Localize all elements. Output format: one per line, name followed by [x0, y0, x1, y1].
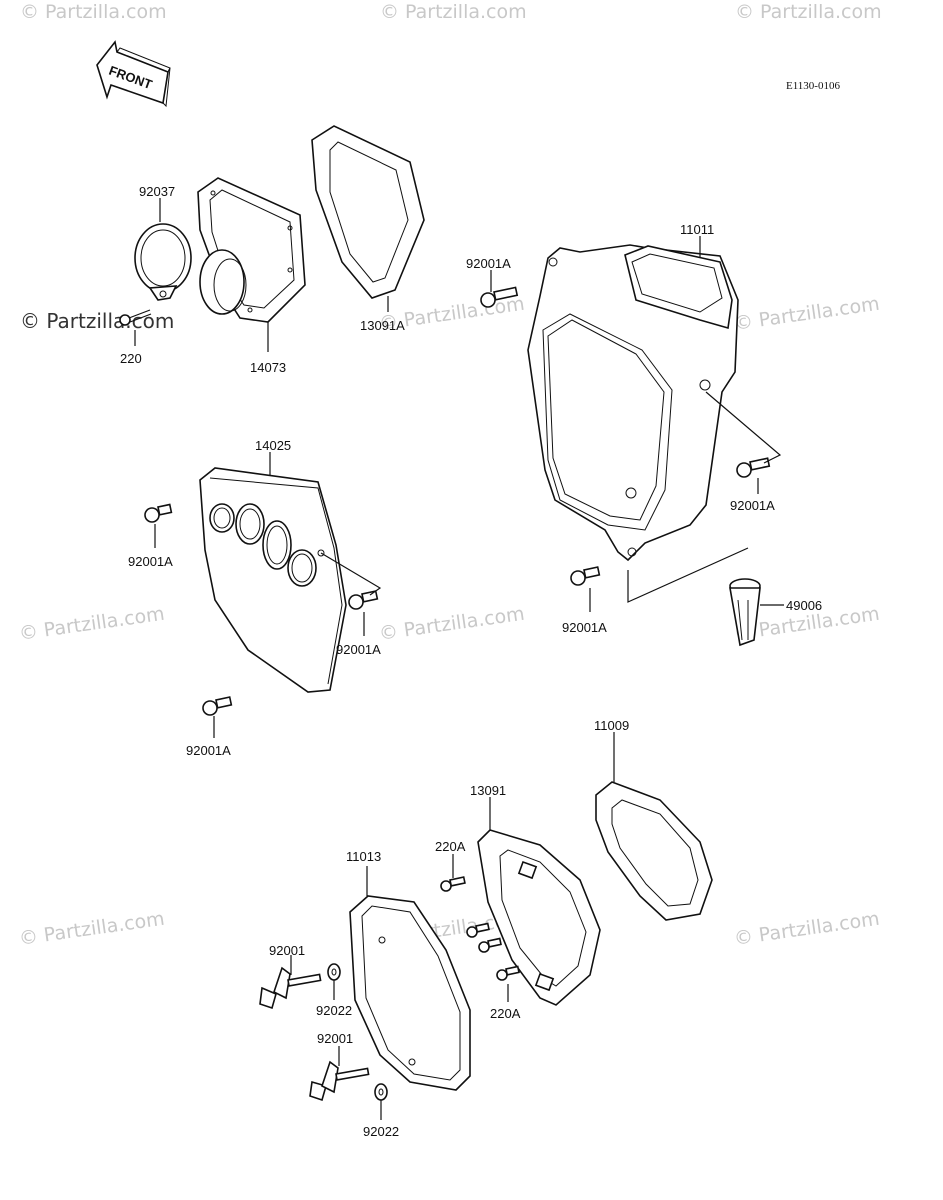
watermark-primary: © Partzilla.com — [20, 309, 174, 333]
label-14073: 14073 — [250, 360, 286, 375]
intake-boot-14073 — [197, 177, 306, 323]
air-box-11011 — [527, 244, 739, 562]
diagram-code: E1130-0106 — [786, 80, 840, 92]
bolt-92001A-top — [480, 286, 519, 308]
label-92001-b: 92001 — [317, 1031, 353, 1046]
wing-bolt-92001-b — [309, 1060, 370, 1102]
gasket-11009 — [595, 781, 713, 921]
screw-220A-c — [496, 965, 520, 981]
watermark: © Partzilla.com — [20, 1, 167, 23]
watermark: © Partzilla.com — [735, 1, 882, 23]
filter-element-11013 — [349, 895, 471, 1091]
watermark-grid: © Partzilla.com © Partzilla.com © Partzi… — [18, 1, 882, 950]
bolt-92001A-bottomleft — [202, 696, 233, 716]
label-92001-a: 92001 — [269, 943, 305, 958]
bolt-92001A-left — [144, 503, 173, 523]
label-92001A-top: 92001A — [466, 256, 511, 271]
watermark: © Partzilla.com — [380, 1, 527, 23]
label-92001A-mid: 92001A — [336, 642, 381, 657]
screw-220A-a — [466, 922, 490, 938]
bolt-92001A-right — [736, 457, 771, 478]
label-92001A-left: 92001A — [128, 554, 173, 569]
label-92037: 92037 — [139, 184, 175, 199]
bolt-92001A-mid — [348, 590, 379, 610]
label-13091: 13091 — [470, 783, 506, 798]
watermark: © Partzilla.com — [18, 908, 166, 950]
screw-220A-top — [440, 876, 466, 892]
gasket-13091A — [311, 125, 425, 299]
cover-plate-14025 — [199, 467, 347, 693]
label-11011: 11011 — [680, 222, 714, 237]
washer-92022-b — [374, 1083, 388, 1101]
watermark: © Partzilla.com — [733, 293, 881, 335]
label-92001A-lower: 92001A — [562, 620, 607, 635]
watermark: © Partzilla.com — [18, 603, 166, 645]
screw-220 — [119, 309, 152, 326]
label-49006: 49006 — [786, 598, 822, 613]
front-arrow-icon: FRONT — [96, 40, 171, 108]
label-220: 220 — [120, 351, 142, 366]
label-11009: 11009 — [594, 718, 629, 733]
label-92001A-right: 92001A — [730, 498, 775, 513]
screw-220A-b — [478, 937, 502, 953]
label-92022-a: 92022 — [316, 1003, 352, 1018]
label-14025: 14025 — [255, 438, 291, 453]
label-13091A: 13091A — [360, 318, 405, 333]
wing-bolt-92001-a — [259, 966, 322, 1010]
watermark: © Partzilla.com — [378, 603, 526, 645]
label-220A-top: 220A — [435, 839, 466, 854]
clamp-92037 — [134, 223, 192, 301]
label-92022-b: 92022 — [363, 1124, 399, 1139]
label-220A-bottom: 220A — [490, 1006, 521, 1021]
watermark: © Partzilla.com — [733, 908, 881, 950]
washer-92022-a — [327, 963, 341, 981]
label-92001A-bottomleft: 92001A — [186, 743, 231, 758]
filter-holder-13091 — [477, 829, 601, 1006]
drain-cap-49006 — [729, 578, 761, 647]
label-11013: 11013 — [346, 849, 381, 864]
bolt-92001A-lower — [570, 566, 601, 586]
